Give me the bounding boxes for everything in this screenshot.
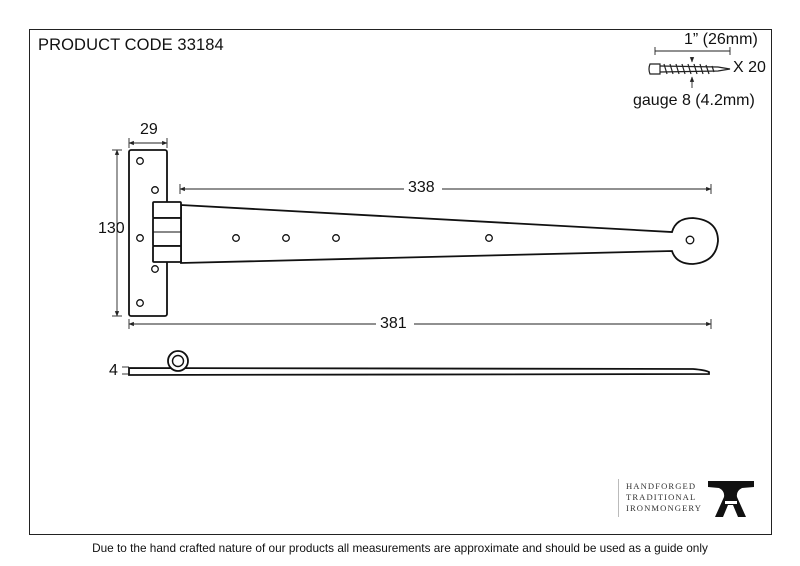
dimension-plate-width: 29: [140, 121, 158, 138]
product-code: PRODUCT CODE 33184: [38, 36, 224, 54]
brand-line-1: HANDFORGED: [626, 481, 697, 491]
screw-gauge-label: gauge 8 (4.2mm): [633, 92, 755, 109]
brand-divider: [618, 479, 619, 517]
brand-logo: HANDFORGED TRADITIONAL IRONMONGERY: [618, 477, 778, 521]
brand-line-2: TRADITIONAL: [626, 492, 697, 502]
screw-length-label: 1” (26mm): [684, 31, 758, 48]
dimension-plate-height: 130: [98, 220, 125, 237]
screw-holes: [136, 157, 695, 307]
dimension-thickness: 4: [109, 362, 118, 379]
anvil-logo-icon: [708, 481, 754, 517]
brand-line-3: IRONMONGERY: [626, 503, 703, 513]
drawing-frame: [29, 29, 772, 535]
dimension-strap-length: 338: [408, 179, 435, 196]
hinge-front-view: [128, 149, 719, 317]
screw-icon: [648, 47, 731, 88]
screw-quantity-label: X 20: [733, 59, 766, 76]
dimension-overall-length: 381: [380, 315, 407, 332]
disclaimer-text: Due to the hand crafted nature of our pr…: [92, 541, 708, 555]
dimension-lines: [112, 138, 712, 375]
hinge-side-view: [128, 350, 710, 376]
